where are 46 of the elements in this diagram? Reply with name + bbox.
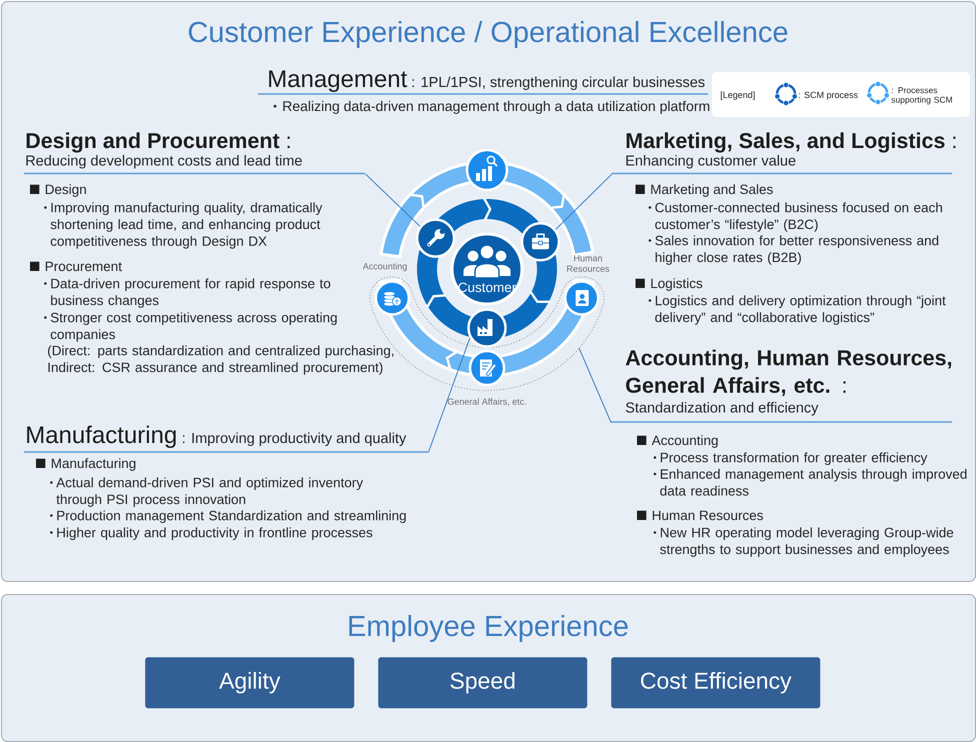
section-heading: Design and Procurement : (26, 132, 290, 153)
value-box: Agility (145, 657, 354, 708)
leader-line (364, 173, 420, 227)
leader-line (578, 348, 612, 423)
list-item: Customer-connected business focused on each customer’s “lifestyle” (B2C) (655, 202, 942, 232)
section-heading: Management (269, 70, 408, 92)
list-note: (Direct: parts standardization and centralized purchasing, Indirect: CSR assurance and streamlined procurement) (48, 345, 394, 375)
section-subtitle: Standardization and efficiency (626, 402, 818, 416)
leader-line (555, 173, 612, 230)
list-item: Enhanced management analysis through improved data readiness (660, 468, 966, 496)
list-item: Improving manufacturing quality, dramatically shortening lead time, and enhancing product competitiveness through Design DX (50, 202, 322, 249)
list-heading: Manufacturing (52, 458, 136, 471)
list-heading: Design (46, 184, 86, 197)
section-heading: Marketing, Sales, and Logistics : (626, 132, 956, 153)
list-item: Logistics and delivery optimization through “joint delivery” and “collaborative logistics” (655, 295, 946, 325)
list-item: Higher quality and productivity in frontline processes (57, 527, 372, 540)
panel-title: Customer Experience / Operational Excellence (188, 20, 788, 48)
list-heading: Procurement (46, 262, 122, 272)
icon-caption: General Affairs, etc. (448, 398, 526, 406)
icon-caption: Human Resources (567, 255, 610, 272)
leader-line (428, 337, 470, 453)
icon-caption: Accounting (362, 262, 407, 272)
legend-title: [Legend] (720, 91, 755, 100)
section-subtitle: Enhancing customer value (626, 155, 796, 169)
section-subtitle: Reducing development costs and lead time (26, 155, 302, 169)
list-heading: Marketing and Sales (651, 184, 773, 197)
value-box: Cost Efficiency (611, 657, 820, 708)
list-item: Sales innovation for better responsiveness and higher close rates (B2B) (655, 235, 938, 265)
section-heading: Manufacturing (27, 426, 176, 448)
panel-title: Employee Experience (349, 615, 628, 642)
list-item: Realizing data-driven management through a data utilization platform (283, 100, 710, 114)
list-item: Production management Standardization and streamlining (57, 510, 406, 524)
list-heading: Accounting (652, 435, 718, 448)
legend-text: : Processes supporting SCM (891, 87, 952, 104)
list-item: Data-driven procurement for rapid response to business changes (51, 278, 330, 308)
list-heading: Logistics (651, 278, 702, 291)
list-heading: Human Resources (652, 510, 763, 520)
legend-text: : SCM process (799, 92, 858, 100)
list-item: Actual demand-driven PSI and optimized inventory through PSI process innovation (56, 477, 364, 507)
section-subtitle: : Improving productivity and quality (183, 432, 406, 446)
section-heading: Accounting, Human Resources, General Affairs, etc. : (626, 350, 952, 396)
list-item: New HR operating model leveraging Group-wide strengths to support businesses and employees (660, 527, 954, 557)
list-item: Stronger cost competitiveness across operating companies (50, 312, 337, 342)
list-item: Process transformation for greater efficiency (660, 452, 928, 466)
section-subtitle: : 1PL/1PSI, strengthening circular businesses (412, 76, 705, 90)
value-box: Speed (378, 657, 588, 708)
